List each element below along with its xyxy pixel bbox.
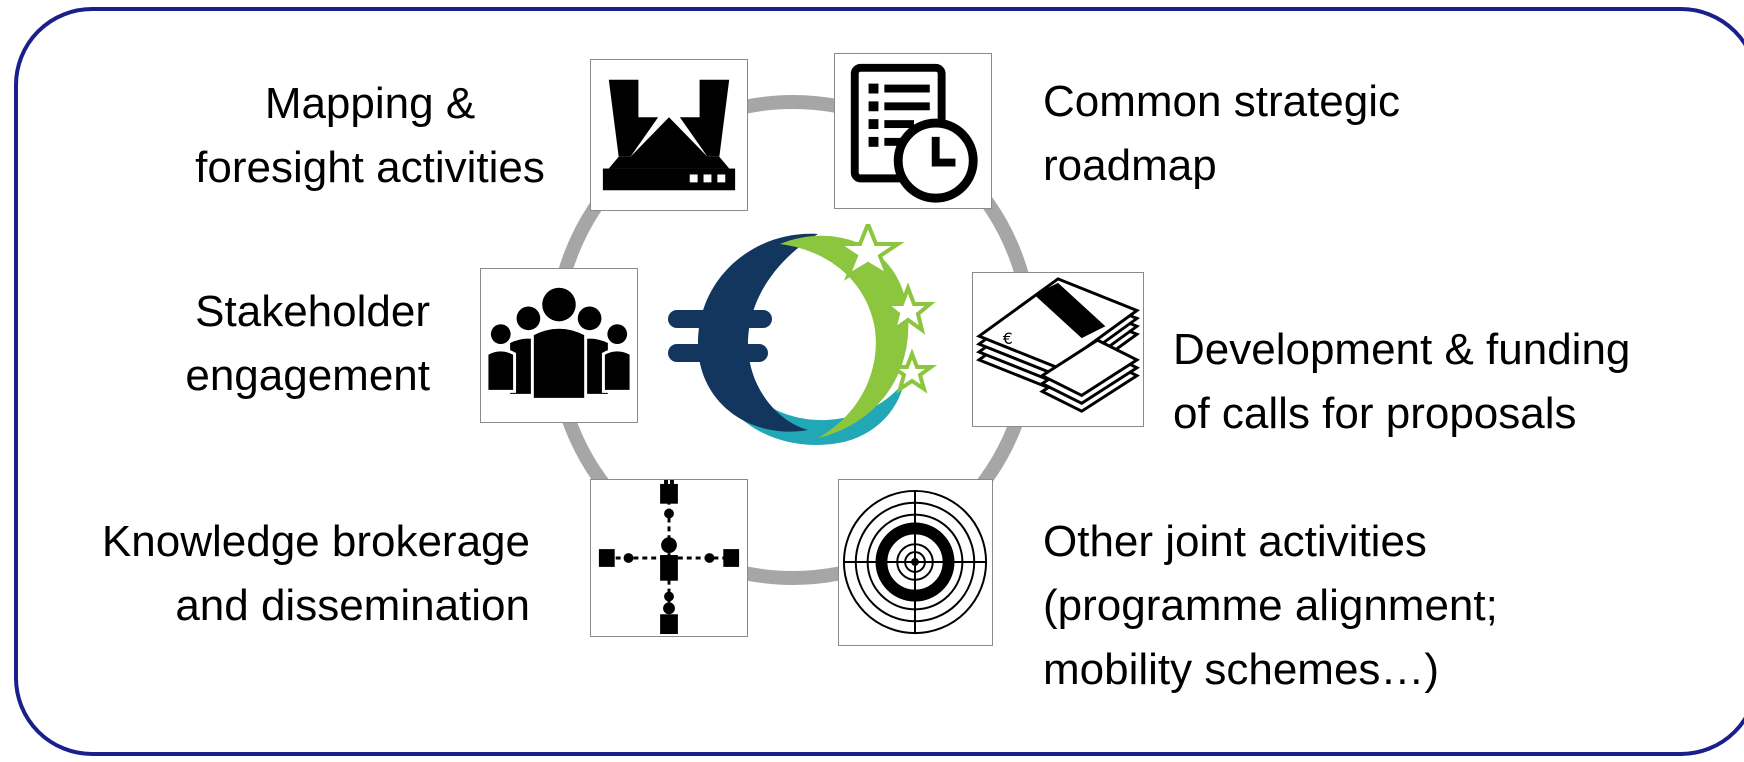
checklist-clock-icon <box>834 53 992 209</box>
label-knowledge: Knowledge brokerage and dissemination <box>40 510 530 638</box>
euro-stars-logo <box>668 218 940 460</box>
label-line: of calls for proposals <box>1173 389 1577 438</box>
svg-text:€: € <box>1003 329 1013 348</box>
label-line: Stakeholder <box>195 287 430 336</box>
label-funding: Development & funding of calls for propo… <box>1173 318 1630 446</box>
label-other: Other joint activities (programme alignm… <box>1043 510 1498 702</box>
label-line: Other joint activities <box>1043 517 1427 566</box>
label-mapping: Mapping & foresight activities <box>170 72 570 200</box>
people-group-icon <box>480 268 638 423</box>
label-line: Common strategic <box>1043 77 1401 126</box>
network-people-icon <box>590 479 748 637</box>
label-stakeholder: Stakeholder engagement <box>130 280 430 408</box>
label-line: foresight activities <box>195 143 545 192</box>
label-line: and dissemination <box>175 581 530 630</box>
label-line: (programme alignment; <box>1043 581 1498 630</box>
diagram-frame <box>14 7 1744 756</box>
data-import-icon <box>590 59 748 211</box>
label-line: Mapping & <box>264 79 476 128</box>
label-roadmap: Common strategic roadmap <box>1043 70 1400 198</box>
label-line: Development & funding <box>1173 325 1631 374</box>
label-line: roadmap <box>1043 141 1217 190</box>
target-icon <box>838 479 993 646</box>
label-line: mobility schemes…) <box>1043 645 1440 694</box>
banknote-stack-icon: € <box>972 272 1144 427</box>
label-line: Knowledge brokerage <box>101 517 530 566</box>
label-line: engagement <box>185 351 430 400</box>
